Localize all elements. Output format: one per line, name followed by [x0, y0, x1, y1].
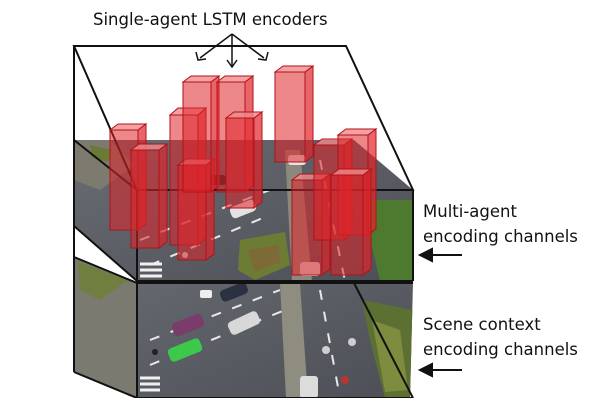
lstm-bar-front	[130, 149, 160, 249]
grass-patch	[365, 200, 413, 281]
lstm-bar-top	[273, 65, 315, 73]
grass-patch	[78, 262, 128, 300]
scene-context-label: Scene context encoding channels	[423, 312, 578, 362]
encoders-label: Single-agent LSTM encoders	[93, 10, 328, 29]
arrow-down-head-icon	[226, 59, 238, 69]
arrow-right-head-icon	[257, 51, 269, 61]
median	[280, 283, 308, 398]
multi-agent-label-line2: encoding channels	[423, 227, 578, 246]
lstm-bar-side	[304, 65, 314, 163]
lstm-bar-top	[181, 75, 221, 83]
lstm-bar-top	[329, 168, 373, 176]
arrow-left-head-icon	[195, 51, 207, 61]
lstm-bar-top	[108, 123, 148, 131]
crosswalk	[140, 376, 160, 392]
pointer-arrows	[195, 33, 269, 69]
lstm-bar	[129, 143, 169, 249]
lstm-bar	[181, 75, 221, 193]
lstm-bar	[329, 168, 373, 276]
lstm-bar-side	[158, 143, 168, 249]
multi-agent-label-line1: Multi-agent	[423, 202, 517, 221]
lstm-bar-front	[330, 174, 364, 276]
lstm-bar-top	[224, 111, 264, 119]
lstm-bar-top	[129, 143, 169, 151]
lstm-encoder-bars	[108, 65, 378, 276]
lstm-bar-front	[182, 81, 212, 193]
multi-agent-label: Multi-agent encoding channels	[423, 199, 578, 249]
channel-arrows	[417, 247, 462, 378]
grass-patch	[248, 245, 281, 272]
lstm-bar-side	[362, 168, 372, 276]
scene-context-label-line2: encoding channels	[423, 340, 578, 359]
vehicles	[152, 282, 356, 398]
scene-context-label-line1: Scene context	[423, 315, 541, 334]
grass-patch	[372, 320, 408, 392]
lstm-bar-top	[336, 128, 378, 136]
arrow-left-icon	[199, 33, 233, 59]
lstm-bar-front	[274, 71, 306, 163]
crosswalk	[140, 262, 162, 278]
multi-agent-arrowhead-icon	[417, 247, 433, 263]
lstm-bar-side	[253, 111, 263, 209]
lstm-bar-top	[215, 75, 255, 83]
arrow-right-icon	[231, 33, 265, 59]
scene-context-arrowhead-icon	[417, 362, 433, 378]
lstm-bar	[224, 111, 264, 209]
lstm-bar-front	[225, 117, 255, 209]
lstm-bar	[273, 65, 315, 163]
